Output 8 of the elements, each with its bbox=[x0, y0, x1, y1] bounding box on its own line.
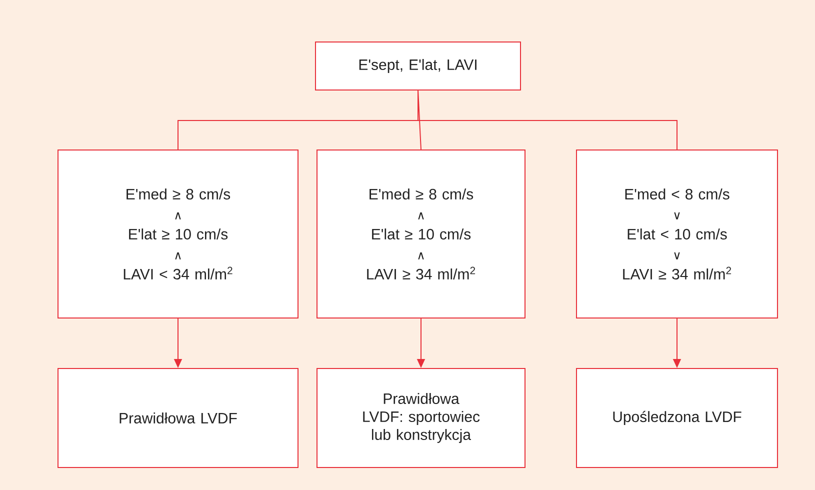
outcome-box: Prawidłowa LVDF bbox=[58, 368, 298, 468]
parameter-box: E'sept, E'lat, LAVI bbox=[315, 42, 521, 90]
condition-box: E'med < 8 cm/s ∨ E'lat < 10 cm/s ∨ LAVI ≥ 34 ml/m$^{2}$ bbox=[576, 150, 778, 318]
condition-box: E'med ≥ 8 cm/s ∧ E'lat ≥ 10 cm/s ∧ LAVI ≥ 34 ml/m$^{2}$ bbox=[316, 150, 526, 318]
condition-box: E'med ≥ 8 cm/s ∧ E'lat ≥ 10 cm/s ∧ LAVI < 34 ml/m$^{2}$ bbox=[58, 150, 298, 318]
outcome-box: Prawidłowa LVDF: sportowiec lub konstrykcja bbox=[316, 368, 526, 468]
outcome-box: Upośledzona LVDF bbox=[576, 368, 778, 468]
connector-line bbox=[418, 90, 678, 150]
